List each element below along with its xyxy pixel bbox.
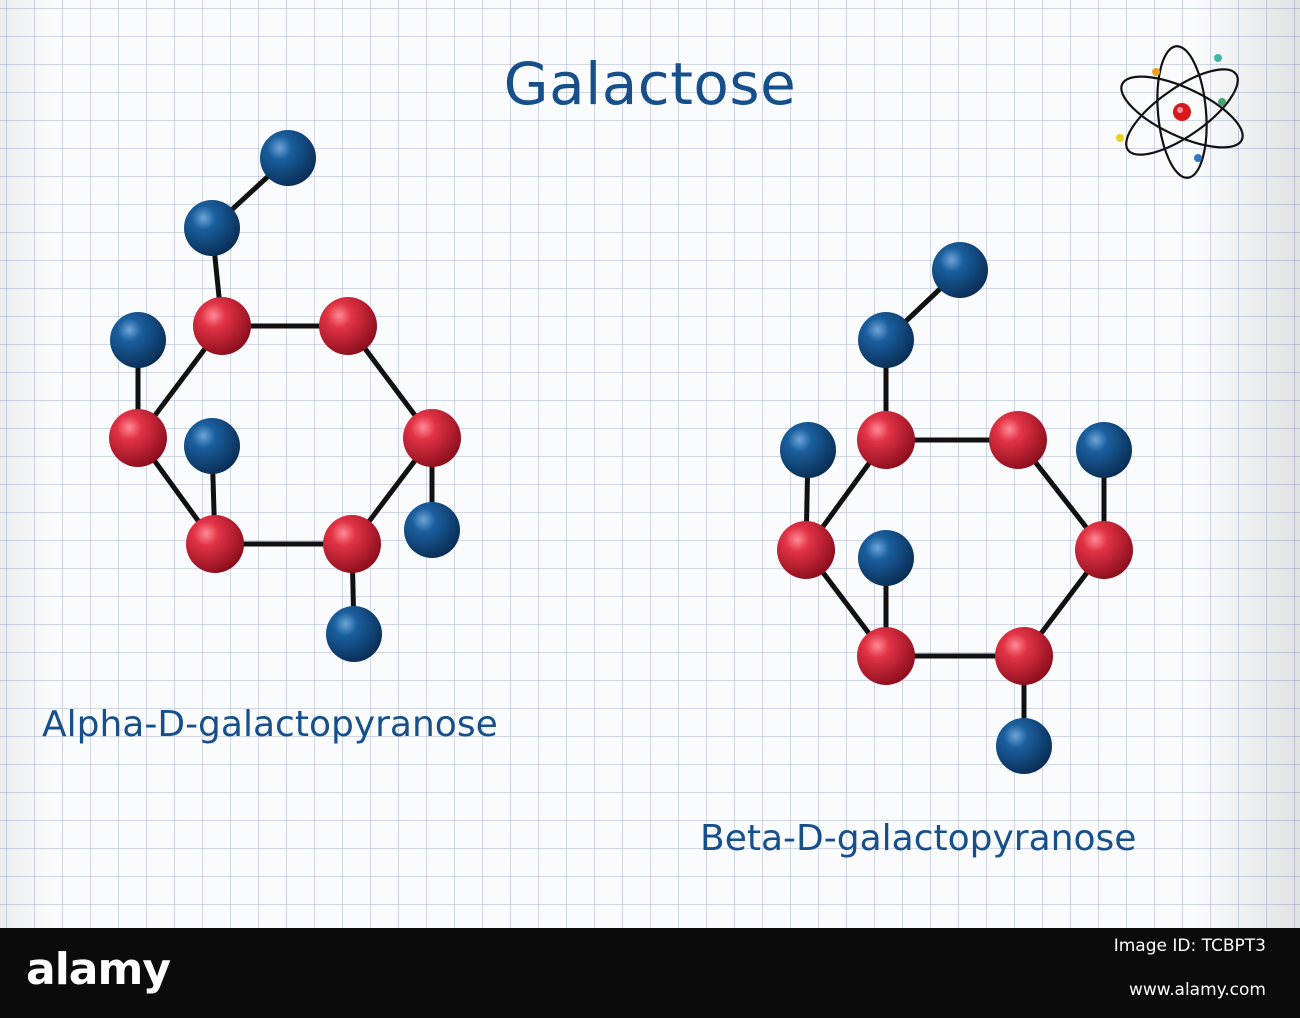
alpha-oxygen-atom — [260, 130, 316, 186]
beta-carbon-atom — [995, 627, 1053, 685]
alpha-oxygen-atom — [110, 312, 166, 368]
alpha-oxygen-atom — [184, 418, 240, 474]
image-id: Image ID: TCBPT3 — [1113, 936, 1266, 956]
molecule-label-alpha: Alpha-D-galactopyranose — [42, 704, 498, 745]
molecule-label-beta: Beta-D-galactopyranose — [700, 818, 1137, 859]
beta-oxygen-atom — [780, 422, 836, 478]
beta-carbon-atom — [857, 411, 915, 469]
alpha-oxygen-atom — [184, 200, 240, 256]
site-url: www.alamy.com — [1128, 980, 1266, 1000]
alpha-carbon-atom — [323, 515, 381, 573]
beta-oxygen-atom — [932, 242, 988, 298]
watermark-footer: alamy Image ID: TCBPT3 www.alamy.com — [0, 928, 1300, 1018]
beta-carbon-atom — [857, 627, 915, 685]
alpha-carbon-atom — [109, 409, 167, 467]
alpha-carbon-atom — [193, 297, 251, 355]
diagram-title: Galactose — [503, 50, 797, 118]
brand-logo: alamy — [26, 944, 171, 995]
beta-oxygen-atom — [1076, 422, 1132, 478]
atoms — [109, 130, 1133, 774]
beta-oxygen-atom — [996, 718, 1052, 774]
beta-carbon-atom — [777, 521, 835, 579]
alpha-carbon-atom — [186, 515, 244, 573]
beta-carbon-atom — [989, 411, 1047, 469]
beta-carbon-atom — [1075, 521, 1133, 579]
alpha-carbon-atom — [403, 409, 461, 467]
beta-oxygen-atom — [858, 530, 914, 586]
molecule-diagram — [109, 45, 1244, 774]
alpha-oxygen-atom — [326, 606, 382, 662]
atom-icon — [1116, 45, 1244, 179]
alpha-oxygen-atom — [404, 502, 460, 558]
alpha-carbon-atom — [319, 297, 377, 355]
beta-oxygen-atom — [858, 312, 914, 368]
